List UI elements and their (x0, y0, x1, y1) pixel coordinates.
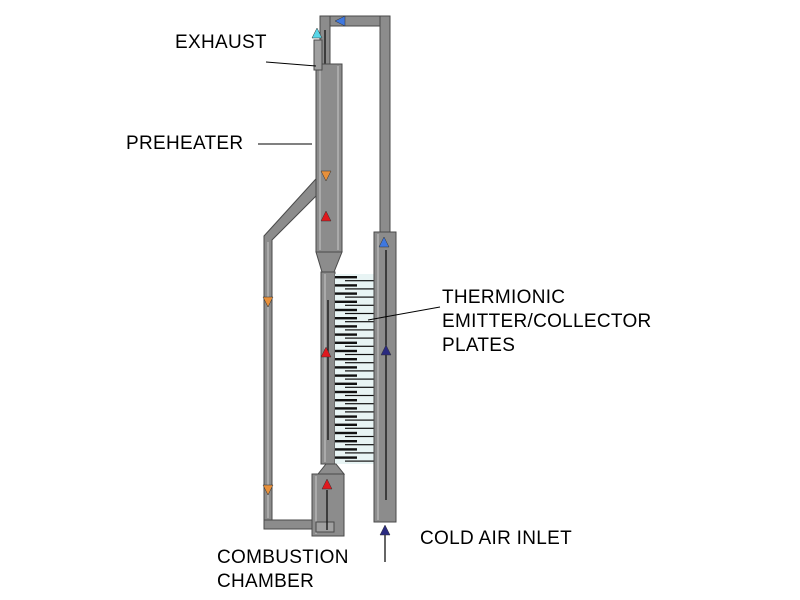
collector-plate (345, 452, 375, 454)
collector-plate (345, 435, 375, 438)
collector-plate (345, 362, 375, 364)
emitter-plate (335, 448, 357, 451)
emitter-plate (335, 276, 357, 279)
combustion-label-line1: COMBUSTION (217, 547, 349, 568)
collector-plate (345, 444, 375, 446)
collector-plate (345, 304, 375, 306)
cold-air-inlet-label: COLD AIR INLET (420, 528, 573, 549)
emitter-plate (335, 399, 357, 402)
emitter-plate (335, 300, 357, 303)
collector-plate (345, 288, 375, 290)
plates-leader (367, 306, 441, 321)
collector-plate (345, 427, 375, 429)
emitter-plate (335, 284, 357, 287)
exhaust-arrow (311, 27, 323, 39)
cold-column-arrow (380, 344, 392, 356)
collector-plate (345, 329, 375, 331)
preheater-in-arrow (320, 210, 332, 222)
emitter-plate (335, 431, 357, 435)
exhaust-leader (265, 61, 317, 67)
emitter-plate (335, 456, 357, 459)
collector-plate (345, 411, 375, 413)
emitter-plate (335, 407, 357, 410)
preheater-out-arrow (320, 170, 332, 182)
cold-column-top-arrow (378, 236, 390, 248)
collector-plate (345, 345, 375, 347)
combustion-arrow (321, 478, 333, 490)
top-duct-arrow (334, 15, 346, 27)
collector-plate (345, 378, 375, 380)
collector-plate (345, 296, 375, 298)
emitter-plate (335, 390, 357, 394)
exhaust-label: EXHAUST (175, 32, 267, 53)
combustion-label-line2: CHAMBER (217, 571, 315, 592)
collector-plate (345, 403, 375, 405)
collector-plate (345, 386, 375, 388)
collector-plate (345, 394, 375, 397)
emitter-plate (335, 333, 357, 336)
return-duct-arrow-upper (262, 296, 274, 308)
emitter-plate (335, 366, 357, 369)
preheater-shell (313, 39, 343, 273)
cold-air-column (373, 231, 397, 523)
collector-plate (345, 353, 375, 356)
emitter-plate (335, 415, 357, 418)
flow-arrows (262, 15, 392, 536)
emitter-plate (335, 325, 357, 328)
thermionic-stack-hot-column (320, 271, 336, 465)
collector-plate (345, 312, 375, 315)
collector-plate (345, 280, 375, 282)
thermionic-label-line3: PLATES (442, 335, 516, 356)
inlet-arrow (379, 524, 391, 536)
hot-column-arrow (320, 346, 332, 358)
emitter-plate (335, 374, 357, 377)
collector-plate (345, 337, 375, 339)
collector-plate (345, 370, 375, 372)
emitter-collector-plates (335, 274, 375, 464)
emitter-plate (335, 440, 357, 443)
preheater-label: PREHEATER (126, 133, 244, 154)
emitter-plate (335, 423, 357, 426)
emitter-plate (335, 308, 357, 312)
combustion-chamber (311, 463, 346, 537)
emitter-plate (335, 358, 357, 361)
emitter-plate (335, 349, 357, 353)
return-duct-arrow-lower (262, 484, 274, 496)
collector-plate (345, 419, 375, 421)
emitter-plate (335, 382, 357, 385)
emitter-plate (335, 317, 357, 320)
thermionic-label-line2: EMITTER/COLLECTOR (442, 311, 652, 332)
emitter-plate (335, 292, 357, 295)
thermionic-label-line1: THERMIONIC (442, 287, 566, 308)
collector-plate (345, 321, 375, 323)
collector-plate (345, 460, 375, 462)
emitter-plate (335, 341, 357, 344)
